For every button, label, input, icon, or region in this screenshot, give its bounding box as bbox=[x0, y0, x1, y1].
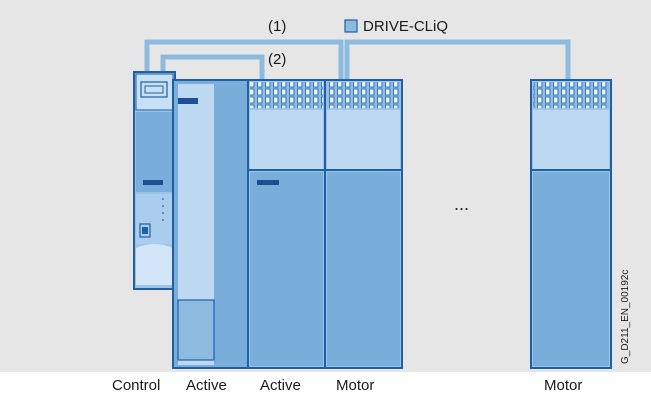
legend: DRIVE-CLiQ bbox=[344, 18, 448, 35]
status-marker-icon bbox=[257, 180, 279, 185]
active-interface-module bbox=[247, 79, 326, 369]
drive-cliq-cables bbox=[144, 39, 571, 80]
cable-1-extension bbox=[344, 39, 571, 80]
cable-1 bbox=[144, 39, 344, 80]
caption-active-interface: Active bbox=[260, 377, 301, 394]
control-unit-module bbox=[133, 71, 176, 290]
caption-active-line: Active bbox=[186, 377, 227, 394]
connection-label-2: (2) bbox=[268, 51, 286, 68]
more-modules-ellipsis: ... bbox=[454, 194, 469, 214]
caption-motor-1: Motor bbox=[336, 377, 374, 394]
caption-motor-2: Motor bbox=[544, 377, 582, 394]
status-marker-icon bbox=[178, 98, 198, 104]
port-icon bbox=[139, 223, 151, 238]
legend-label: DRIVE-CLiQ bbox=[363, 18, 448, 35]
status-marker-icon bbox=[143, 180, 163, 185]
caption-control: Control bbox=[112, 377, 160, 394]
motor-module-1 bbox=[324, 79, 403, 369]
active-line-module bbox=[172, 79, 249, 369]
legend-swatch-icon bbox=[344, 19, 358, 33]
connection-label-1: (1) bbox=[268, 18, 286, 35]
cable-2 bbox=[160, 54, 265, 80]
motor-module-2 bbox=[530, 79, 612, 369]
figure-id: G_D211_EN_00192c bbox=[620, 270, 631, 364]
